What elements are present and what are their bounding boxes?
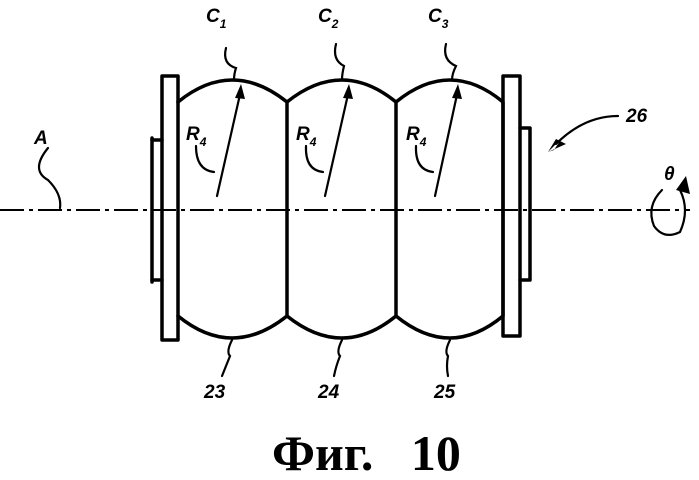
axis-a-leader [39, 148, 60, 208]
segment-ref-24: 24 [317, 382, 340, 403]
segment-ref-25: 25 [433, 382, 456, 403]
assembly-26-arrow [548, 116, 618, 152]
radius-arrow-3 [435, 84, 462, 196]
assembly-ref-26: 26 [625, 106, 648, 127]
axis-label-a: A [33, 128, 48, 149]
segment-ref-23: 23 [203, 382, 226, 403]
right-end-plate [503, 76, 520, 336]
c-leader-2 [335, 44, 344, 80]
r4-leader-3 [416, 146, 433, 172]
leader-24 [334, 340, 342, 376]
left-end-plate [162, 76, 178, 340]
center-label-c2: C2 [318, 6, 339, 31]
figure-caption: Фиг. 10 [272, 425, 461, 480]
r4-leader-2 [306, 146, 323, 172]
leader-23 [222, 340, 232, 376]
radius-arrow-1 [217, 84, 245, 196]
center-label-c1: C1 [206, 6, 227, 31]
c-leader-1 [225, 48, 236, 80]
center-label-c3: C3 [428, 6, 449, 31]
leader-25 [446, 340, 450, 376]
rotation-symbol: θ [664, 164, 675, 185]
r4-leader-1 [196, 146, 214, 172]
radius-arrow-2 [325, 84, 353, 196]
c-leader-3 [445, 44, 456, 80]
